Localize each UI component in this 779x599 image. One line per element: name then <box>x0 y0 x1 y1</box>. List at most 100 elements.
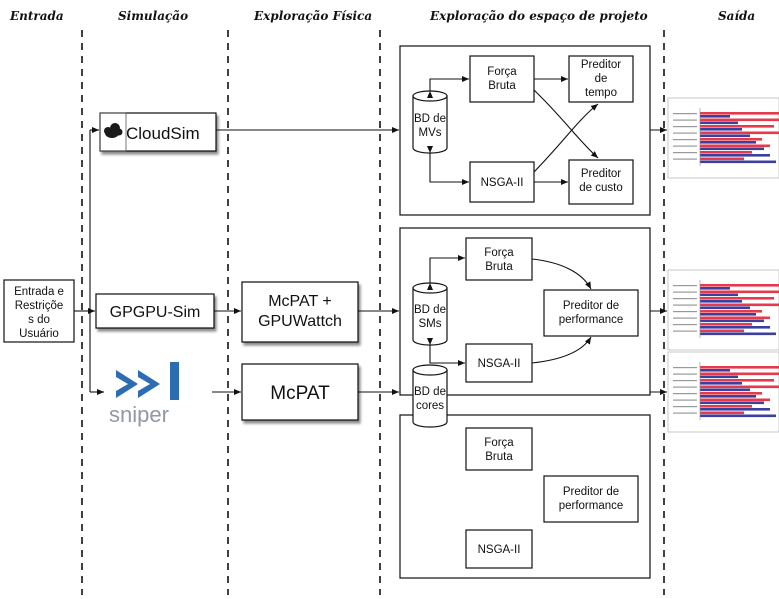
nsga-box-3 <box>465 529 533 569</box>
output-bar-red <box>700 310 762 313</box>
output-bar-blue <box>700 306 750 310</box>
time-predictor-line-3: tempo <box>585 87 617 99</box>
output-row-label <box>673 412 697 414</box>
mcpat-box: McPAT <box>241 363 359 421</box>
brute-force-1-line-1: Força <box>487 66 517 78</box>
performance-predictor-box-2 <box>543 289 639 337</box>
output-bar-red <box>700 290 779 294</box>
db-cores-line-2: cores <box>416 400 444 412</box>
output-bar-red <box>700 151 752 154</box>
nsga2-to-predictor <box>531 336 592 364</box>
db-cores: BD de cores <box>412 364 448 428</box>
output-row-label <box>673 304 697 306</box>
brute1-to-cost <box>533 89 599 159</box>
nsga-box-2 <box>465 343 533 383</box>
brute2-to-predictor <box>531 258 592 290</box>
output-bar-blue <box>700 300 742 303</box>
db2-brute-link <box>427 255 465 290</box>
output-row-label <box>673 113 697 115</box>
output-row-label <box>673 393 697 395</box>
output-bar-red <box>700 316 770 320</box>
output-bar-red <box>700 284 779 287</box>
perf-predictor-2-line-1: Preditor de <box>563 300 619 312</box>
output-bar-red <box>700 392 762 395</box>
output-bar-blue <box>700 326 770 329</box>
output-row-label <box>673 152 697 154</box>
mcpat-gpuwattch-line-2: GPUWattch <box>258 313 342 330</box>
db-mvs-line-1: BD de <box>414 113 446 125</box>
output-bar-red <box>700 157 744 161</box>
db1-nsga-link <box>427 146 469 185</box>
time-predictor-box <box>568 55 634 103</box>
cloudsim-box: CloudSim <box>99 112 217 152</box>
input-line-1: Entrada e <box>14 286 64 298</box>
header-entrada: Entrada <box>9 9 64 23</box>
output-row-label <box>673 406 697 408</box>
output-bar-red <box>700 297 774 300</box>
output-bar-blue <box>700 154 770 157</box>
time-predictor-line-1: Preditor <box>581 59 621 71</box>
output-bar-blue <box>700 414 776 418</box>
output-row-label <box>673 145 697 147</box>
output-row-label <box>673 317 697 319</box>
output-bar-red <box>700 411 744 415</box>
output-row-label <box>673 291 697 293</box>
nsga-2-label: NSGA-II <box>478 358 521 370</box>
output-bar-blue <box>700 287 730 290</box>
db-sms: BD de SMs <box>412 282 448 346</box>
db-sms-line-2: SMs <box>419 318 442 330</box>
output-row-label <box>673 373 697 375</box>
input-box: Entrada e Restriçõe s do Usuário <box>3 279 75 343</box>
output-row-label <box>673 285 697 287</box>
brute-force-3-line-1: Força <box>484 437 514 449</box>
input-line-3: s do <box>28 314 50 326</box>
output-row-label <box>673 380 697 382</box>
output-bar-blue <box>700 147 764 151</box>
perf-predictor-3-line-2: performance <box>559 500 624 512</box>
brute-force-box-3 <box>465 427 533 471</box>
output-row-label <box>673 298 697 300</box>
output-bar-red <box>700 385 779 389</box>
brute-force-1-line-2: Bruta <box>488 80 516 92</box>
perf-predictor-3-line-1: Preditor de <box>563 486 619 498</box>
gpgpusim-box: GPGPU-Sim <box>95 293 215 329</box>
db-mvs: BD de MVs <box>412 90 448 154</box>
mcpat-label: McPAT <box>270 383 330 404</box>
output-bar-blue <box>700 382 742 385</box>
output-bar-blue <box>700 319 764 323</box>
cloud-icon <box>104 123 123 138</box>
output-bar-red <box>700 112 779 115</box>
sniper-label: sniper <box>109 402 169 427</box>
output-row-label <box>673 132 697 134</box>
db-sms-line-1: BD de <box>414 304 446 316</box>
output-charts <box>667 97 779 433</box>
panel-vm: BD de MVs Força Bruta NSGA-II Preditor d… <box>399 45 651 216</box>
db-cores-line-1: BD de <box>414 386 446 398</box>
output-bar-red <box>700 131 779 135</box>
output-bar-red <box>700 118 779 122</box>
output-row-label <box>673 386 697 388</box>
header-exploracao-espaco: Exploração do espaço de projeto <box>429 9 648 23</box>
nsga-3-label: NSGA-II <box>478 544 521 556</box>
output-bar-red <box>700 138 762 141</box>
brute-force-box-2 <box>465 237 533 281</box>
output-row-label <box>673 399 697 401</box>
output-row-label <box>673 330 697 332</box>
output-bar-red <box>700 329 744 333</box>
output-bar-red <box>700 379 774 382</box>
output-bar-red <box>700 323 752 326</box>
output-chart-2 <box>667 269 779 351</box>
output-bar-blue <box>700 369 730 372</box>
header-simulacao: Simulação <box>118 9 188 23</box>
output-bar-red <box>700 372 779 376</box>
output-chart-3 <box>667 351 779 433</box>
output-row-label <box>673 367 697 369</box>
output-bar-red <box>700 303 779 307</box>
time-predictor-line-2: de <box>595 73 608 85</box>
cloudsim-label: CloudSim <box>126 124 200 143</box>
brute-force-box-1 <box>469 55 535 103</box>
perf-predictor-2-line-2: performance <box>559 314 624 326</box>
output-bar-blue <box>700 128 742 131</box>
output-bar-red <box>700 366 779 369</box>
nsga1-to-time <box>533 103 599 173</box>
